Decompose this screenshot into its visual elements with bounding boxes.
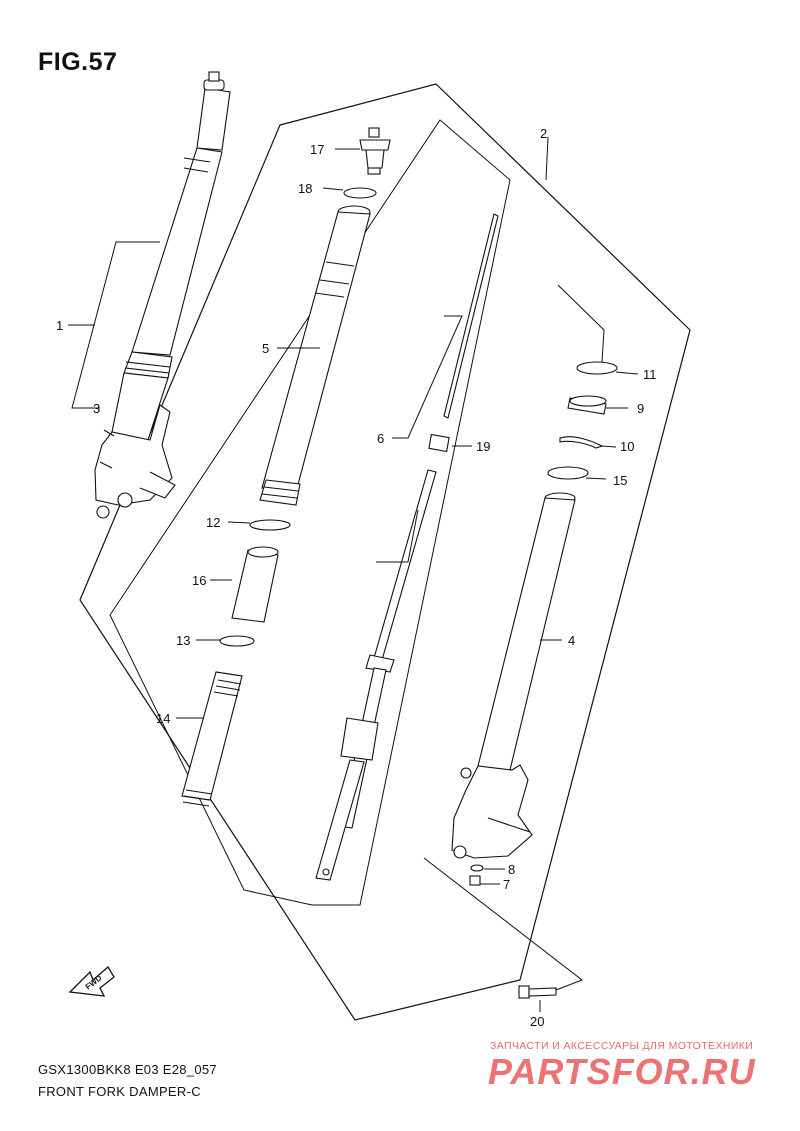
bleeder-gasket-illustration (469, 864, 484, 886)
callout-19: 19 (476, 439, 490, 454)
callout-15: 15 (613, 473, 627, 488)
inner-group-outline (109, 119, 511, 906)
diagram-code: GSX1300BKK8 E03 E28_057 (38, 1062, 217, 1077)
callout-18: 18 (298, 181, 312, 196)
guide-metal-illustration (219, 635, 255, 647)
callout-12: 12 (206, 515, 220, 530)
figure-title: FIG.57 (38, 48, 118, 76)
dust-seal-illustration (576, 361, 618, 375)
callout-7: 7 (503, 877, 510, 892)
callout-5: 5 (262, 341, 269, 356)
callout-17: 17 (310, 142, 324, 157)
cap-bolt-illustration (359, 127, 391, 175)
callout-20: 20 (530, 1014, 544, 1029)
callout-16: 16 (192, 573, 206, 588)
oil-seal-illustration (567, 395, 607, 415)
stopper-ring-illustration (559, 436, 604, 449)
watermark-tagline: ЗАПЧАСТИ И АКСЕССУАРЫ ДЛЯ МОТОТЕХНИКИ (490, 1040, 754, 1052)
watermark-brand: PARTSFOR.RU (488, 1051, 756, 1092)
callout-11: 11 (643, 367, 657, 382)
callout-9: 9 (637, 401, 644, 416)
spacer-illustration (231, 546, 279, 623)
inner-tube-illustration (451, 492, 576, 859)
fork-assembly-illustration (94, 71, 231, 519)
o-ring-illustration (343, 187, 377, 199)
diagram-name: FRONT FORK DAMPER-C (38, 1084, 201, 1099)
callout-8: 8 (508, 862, 515, 877)
callout-10: 10 (620, 439, 634, 454)
slide-metal-illustration (249, 519, 291, 531)
damper-rod-illustration (315, 213, 499, 881)
fwd-arrow-icon (68, 966, 115, 997)
callout-1: 1 (56, 318, 63, 333)
fork-spring-illustration (181, 671, 243, 807)
callout-4: 4 (568, 633, 575, 648)
damper-group-outline (79, 83, 691, 1021)
callout-13: 13 (176, 633, 190, 648)
callout-14: 14 (156, 711, 170, 726)
callout-2: 2 (540, 126, 547, 141)
damper-bolt-illustration (518, 985, 557, 999)
outer-tube-illustration (259, 205, 371, 506)
callout-3: 3 (93, 401, 100, 416)
callout-6: 6 (377, 431, 384, 446)
retainer-illustration (547, 466, 589, 480)
leader-lines (68, 136, 639, 1012)
